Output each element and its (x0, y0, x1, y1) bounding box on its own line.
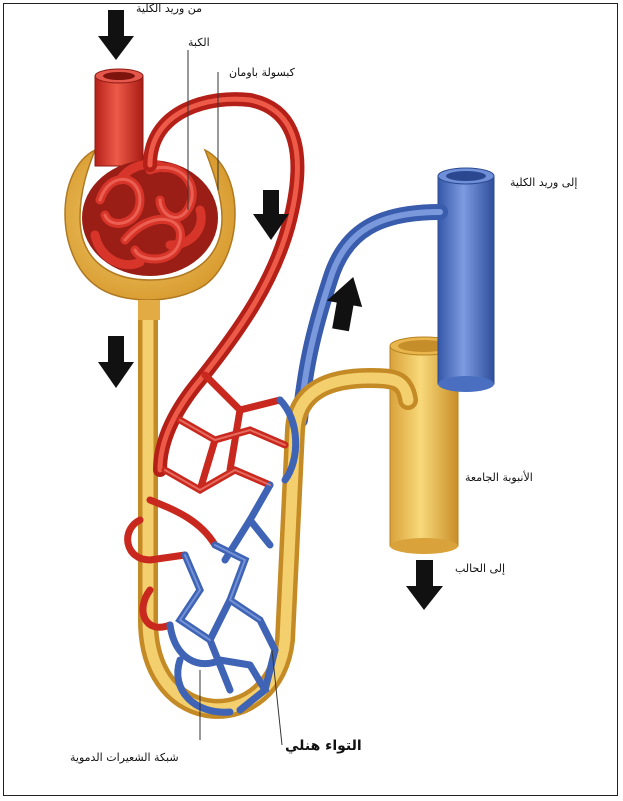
label-collecting-duct: الأنبوبة الجامعة (465, 471, 533, 484)
label-capillary-network: شبكة الشعيرات الدموية (70, 751, 179, 764)
afferent-arteriole (95, 69, 143, 166)
label-to-renal-vein: إلى وريد الكلية (510, 176, 577, 189)
label-from-renal-vein: من وريد الكلية (136, 2, 202, 15)
loop-of-henle (148, 290, 408, 709)
flow-arrow-ureter (406, 560, 443, 610)
glomerulus-shape (82, 160, 218, 276)
flow-arrow-left (98, 336, 134, 388)
label-loop-of-henle: التواء هنلي (285, 740, 362, 753)
label-bowman-capsule: كبسولة باومان (229, 66, 295, 79)
label-glomerulus: الكبة (188, 36, 210, 49)
label-to-ureter: إلى الحالب (455, 562, 505, 575)
flow-arrow-top (98, 10, 134, 60)
